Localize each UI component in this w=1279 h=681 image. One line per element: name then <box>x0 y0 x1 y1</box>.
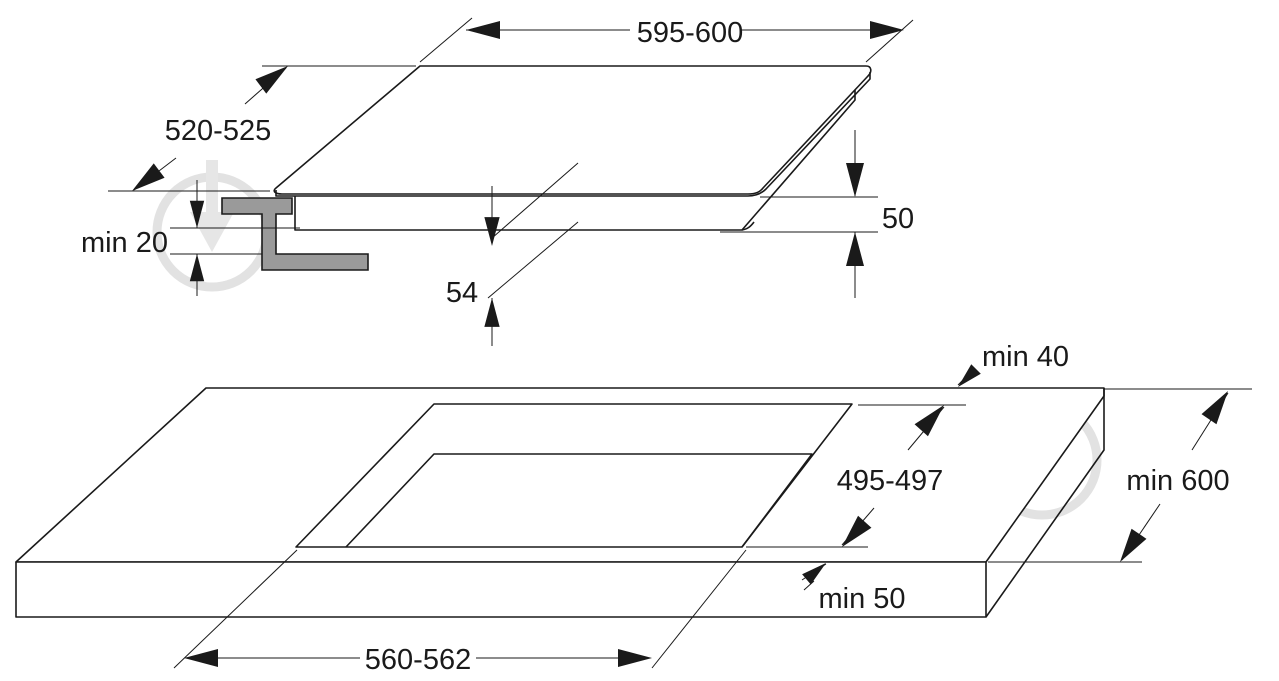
dimension-bracket-clearance: min 20 <box>81 180 300 296</box>
hob-width-label: 595-600 <box>637 17 743 49</box>
cutout-outline <box>295 403 853 548</box>
dimension-hob-depth: 520-525 <box>108 58 416 199</box>
cutout-depth-label: 495-497 <box>837 465 943 497</box>
mounting-bracket <box>221 197 369 271</box>
clearance-label: min 20 <box>81 227 168 259</box>
watermark-logo-left <box>152 160 272 292</box>
worktop-depth-label: min 600 <box>1126 465 1229 497</box>
back-clearance-label: min 40 <box>982 341 1069 373</box>
cutout-width-label: 560-562 <box>365 644 471 676</box>
dimension-hob-depth-below: 54 <box>446 162 579 346</box>
dimension-worktop-depth: min 600 <box>988 385 1252 568</box>
dimension-cutout-width: 560-562 <box>173 549 747 676</box>
dimension-front-clearance: min 50 <box>801 557 906 615</box>
depth-below-label: 54 <box>446 277 478 309</box>
dimension-back-clearance: min 40 <box>953 341 1069 392</box>
worktop-drawing <box>15 387 1105 618</box>
hob-height-label: 50 <box>882 203 914 235</box>
front-clearance-label: min 50 <box>818 583 905 615</box>
dimension-cutout-depth: 495-497 <box>746 398 966 554</box>
dimension-hob-height: 50 <box>720 130 914 298</box>
hob-depth-label: 520-525 <box>165 115 271 147</box>
dimension-hob-width: 595-600 <box>419 17 914 63</box>
hob-drawing <box>221 65 872 271</box>
